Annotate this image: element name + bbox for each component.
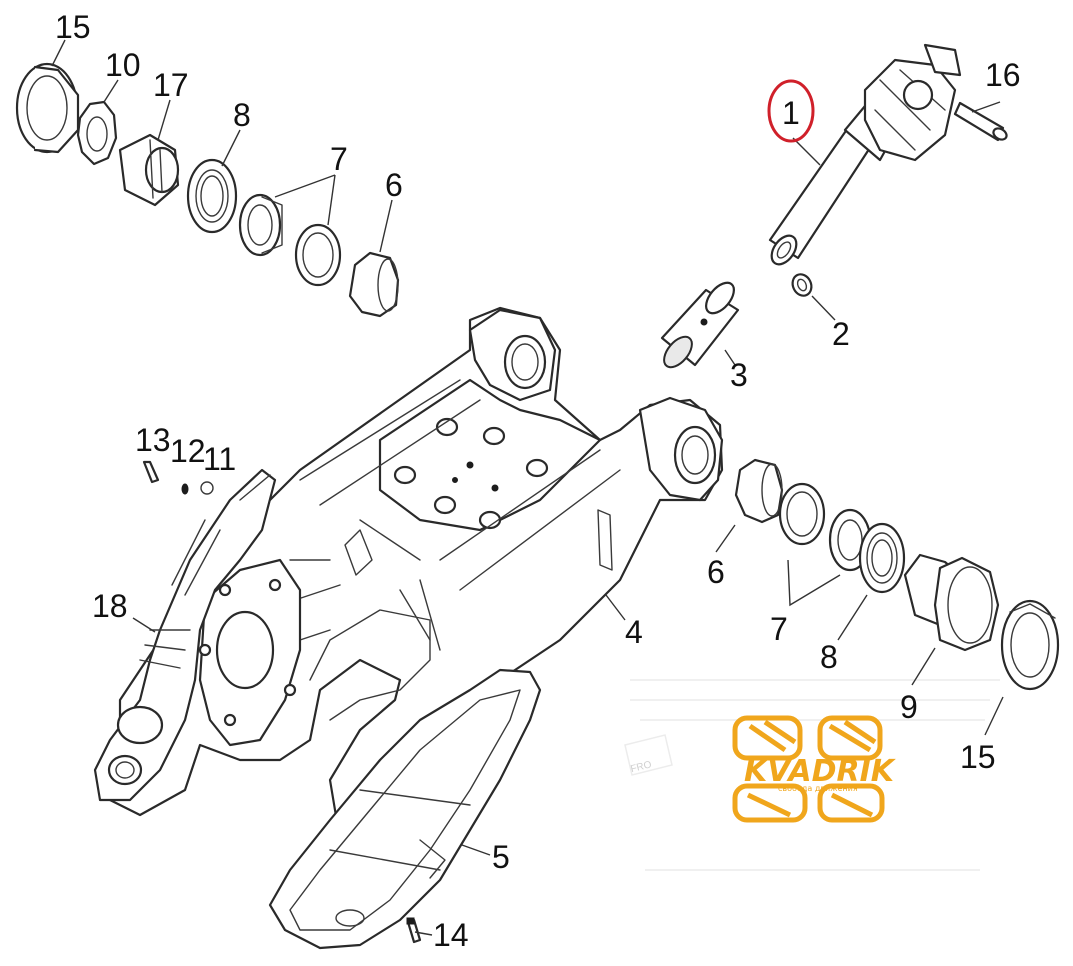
callout-7-top: 7 (330, 141, 348, 177)
callout-11: 11 (203, 441, 236, 477)
swing-arm-frame (108, 306, 724, 842)
part-18-bracket (93, 468, 277, 802)
callout-1: 1 (782, 95, 800, 131)
callout-6-top: 6 (385, 167, 403, 203)
callout-17: 17 (153, 67, 189, 103)
callout-8-top: 8 (233, 97, 251, 133)
logo-tire-top-left (732, 715, 803, 761)
part-14-bolt (406, 917, 422, 944)
part-6-bushing-right (734, 458, 784, 524)
callout-9: 9 (900, 689, 918, 725)
leader-lines (51, 39, 1004, 936)
part-9-hub (903, 553, 1000, 652)
part-10-nut (76, 100, 118, 166)
part-6-bushing-left (348, 251, 400, 318)
callout-18: 18 (92, 588, 128, 624)
callout-6-right: 6 (707, 554, 725, 590)
callout-14: 14 (433, 917, 469, 953)
part-1-driveshaft (768, 43, 962, 266)
callout-2: 2 (832, 316, 850, 352)
callout-4: 4 (625, 614, 643, 650)
logo-brand-text: KVADRIK (744, 754, 897, 789)
part-7-race-right-a (778, 482, 826, 546)
callout-8-right: 8 (820, 639, 838, 675)
callout-7-right: 7 (770, 611, 788, 647)
callout-15-top: 15 (55, 9, 91, 45)
part-16-pin (953, 101, 1008, 142)
callout-16: 16 (985, 57, 1021, 93)
part-5-lower-arm (268, 668, 542, 950)
callout-3: 3 (730, 357, 748, 393)
part-13-bolt (142, 460, 160, 484)
part-17-spindle (118, 133, 180, 207)
callout-13: 13 (135, 422, 171, 458)
callout-labels: 15 10 17 8 7 6 1 16 2 3 4 6 7 8 9 15 13 … (55, 9, 1021, 953)
watermark-background-region: FRO (624, 679, 1000, 871)
part-2-o-ring (791, 273, 813, 297)
kvadrik-logo: KVADRIK свобода движения (732, 715, 897, 823)
part-7-bearing-left-a (238, 193, 283, 257)
front-marker-text: FRO (630, 759, 653, 775)
part-11-nut (200, 481, 214, 495)
logo-tire-bottom-right (817, 783, 885, 823)
part-8-seal-right (858, 522, 906, 594)
logo-tire-bottom-left (732, 783, 808, 823)
part-8-seal-left (186, 158, 238, 234)
part-7-race-left-b (294, 223, 342, 287)
callout-10: 10 (105, 47, 141, 83)
callout-15-right: 15 (960, 739, 996, 775)
part-15-cap-right (1000, 599, 1060, 691)
callout-5: 5 (492, 839, 510, 875)
highlight-circle (767, 79, 815, 143)
part-3-sleeve (660, 281, 740, 369)
part-12-washer (181, 483, 189, 495)
logo-tire-top-right (817, 715, 883, 761)
logo-tagline-text: свобода движения (778, 784, 858, 793)
callout-12: 12 (170, 433, 206, 469)
part-15-cap-left (15, 62, 80, 154)
